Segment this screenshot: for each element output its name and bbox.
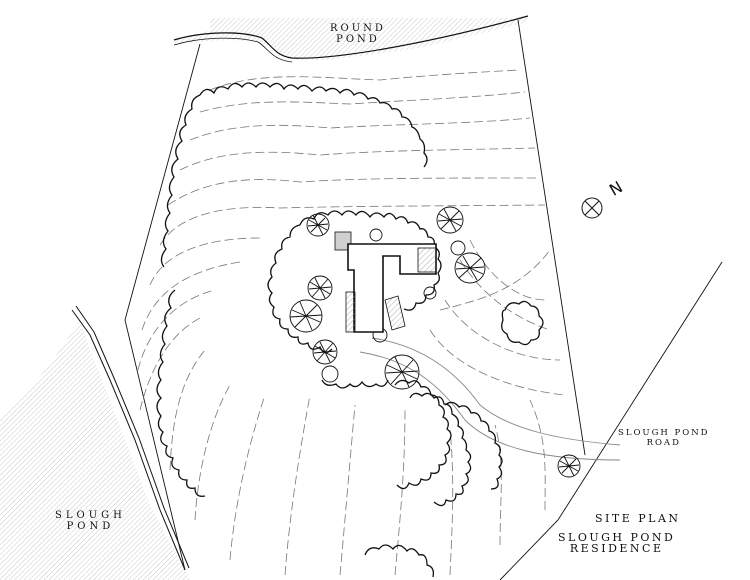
tree-7 bbox=[384, 354, 420, 390]
tree-line-house bbox=[267, 210, 442, 389]
slough-pond-label-line-1: SLOUGH bbox=[55, 510, 126, 521]
residence-footprint bbox=[334, 231, 437, 333]
round-pond-label: ROUND POND bbox=[330, 23, 386, 45]
tree-line-north bbox=[160, 82, 428, 268]
porch-right bbox=[417, 247, 437, 273]
drawing-subtitle-line-1: SLOUGH POND bbox=[558, 531, 676, 544]
tree-6 bbox=[312, 339, 338, 365]
road-label-line-2: ROAD bbox=[646, 438, 681, 448]
tree-line-left bbox=[156, 289, 206, 497]
shrub-2 bbox=[423, 286, 437, 300]
tree-cluster-east bbox=[501, 300, 544, 346]
shrub-5 bbox=[369, 228, 383, 242]
tree-3 bbox=[454, 252, 486, 284]
slough-pond-water bbox=[0, 305, 190, 580]
slough-pond-road bbox=[359, 337, 621, 461]
north-arrow-icon bbox=[581, 197, 603, 219]
round-pond-water bbox=[173, 15, 529, 63]
tree-line-south bbox=[364, 379, 503, 578]
stair-deck bbox=[334, 231, 352, 251]
shrub-4 bbox=[321, 365, 339, 383]
tree-8 bbox=[557, 454, 581, 478]
trees bbox=[289, 206, 581, 478]
drawing-subtitle: SLOUGH POND RESIDENCE bbox=[558, 532, 675, 554]
round-pond-label-line-1: ROUND bbox=[330, 23, 386, 34]
road-label-line-1: SLOUGH POND bbox=[618, 428, 710, 438]
road-label: SLOUGH POND ROAD bbox=[618, 428, 709, 448]
contour-lines bbox=[137, 69, 566, 576]
tree-4 bbox=[307, 275, 333, 301]
tree-5 bbox=[289, 299, 323, 333]
slough-pond-label-line-2: POND bbox=[66, 521, 115, 532]
round-pond-label-line-2: POND bbox=[336, 34, 380, 45]
tree-2 bbox=[436, 206, 464, 234]
drawing-subtitle-line-2: RESIDENCE bbox=[569, 542, 664, 555]
drawing-title: SITE PLAN bbox=[595, 512, 681, 525]
entry-ramp bbox=[384, 295, 406, 331]
porch-left bbox=[345, 291, 356, 333]
shrub-1 bbox=[450, 240, 466, 256]
property-line bbox=[124, 19, 723, 580]
slough-pond-label: SLOUGH POND bbox=[55, 510, 126, 532]
tree-1 bbox=[306, 213, 330, 237]
